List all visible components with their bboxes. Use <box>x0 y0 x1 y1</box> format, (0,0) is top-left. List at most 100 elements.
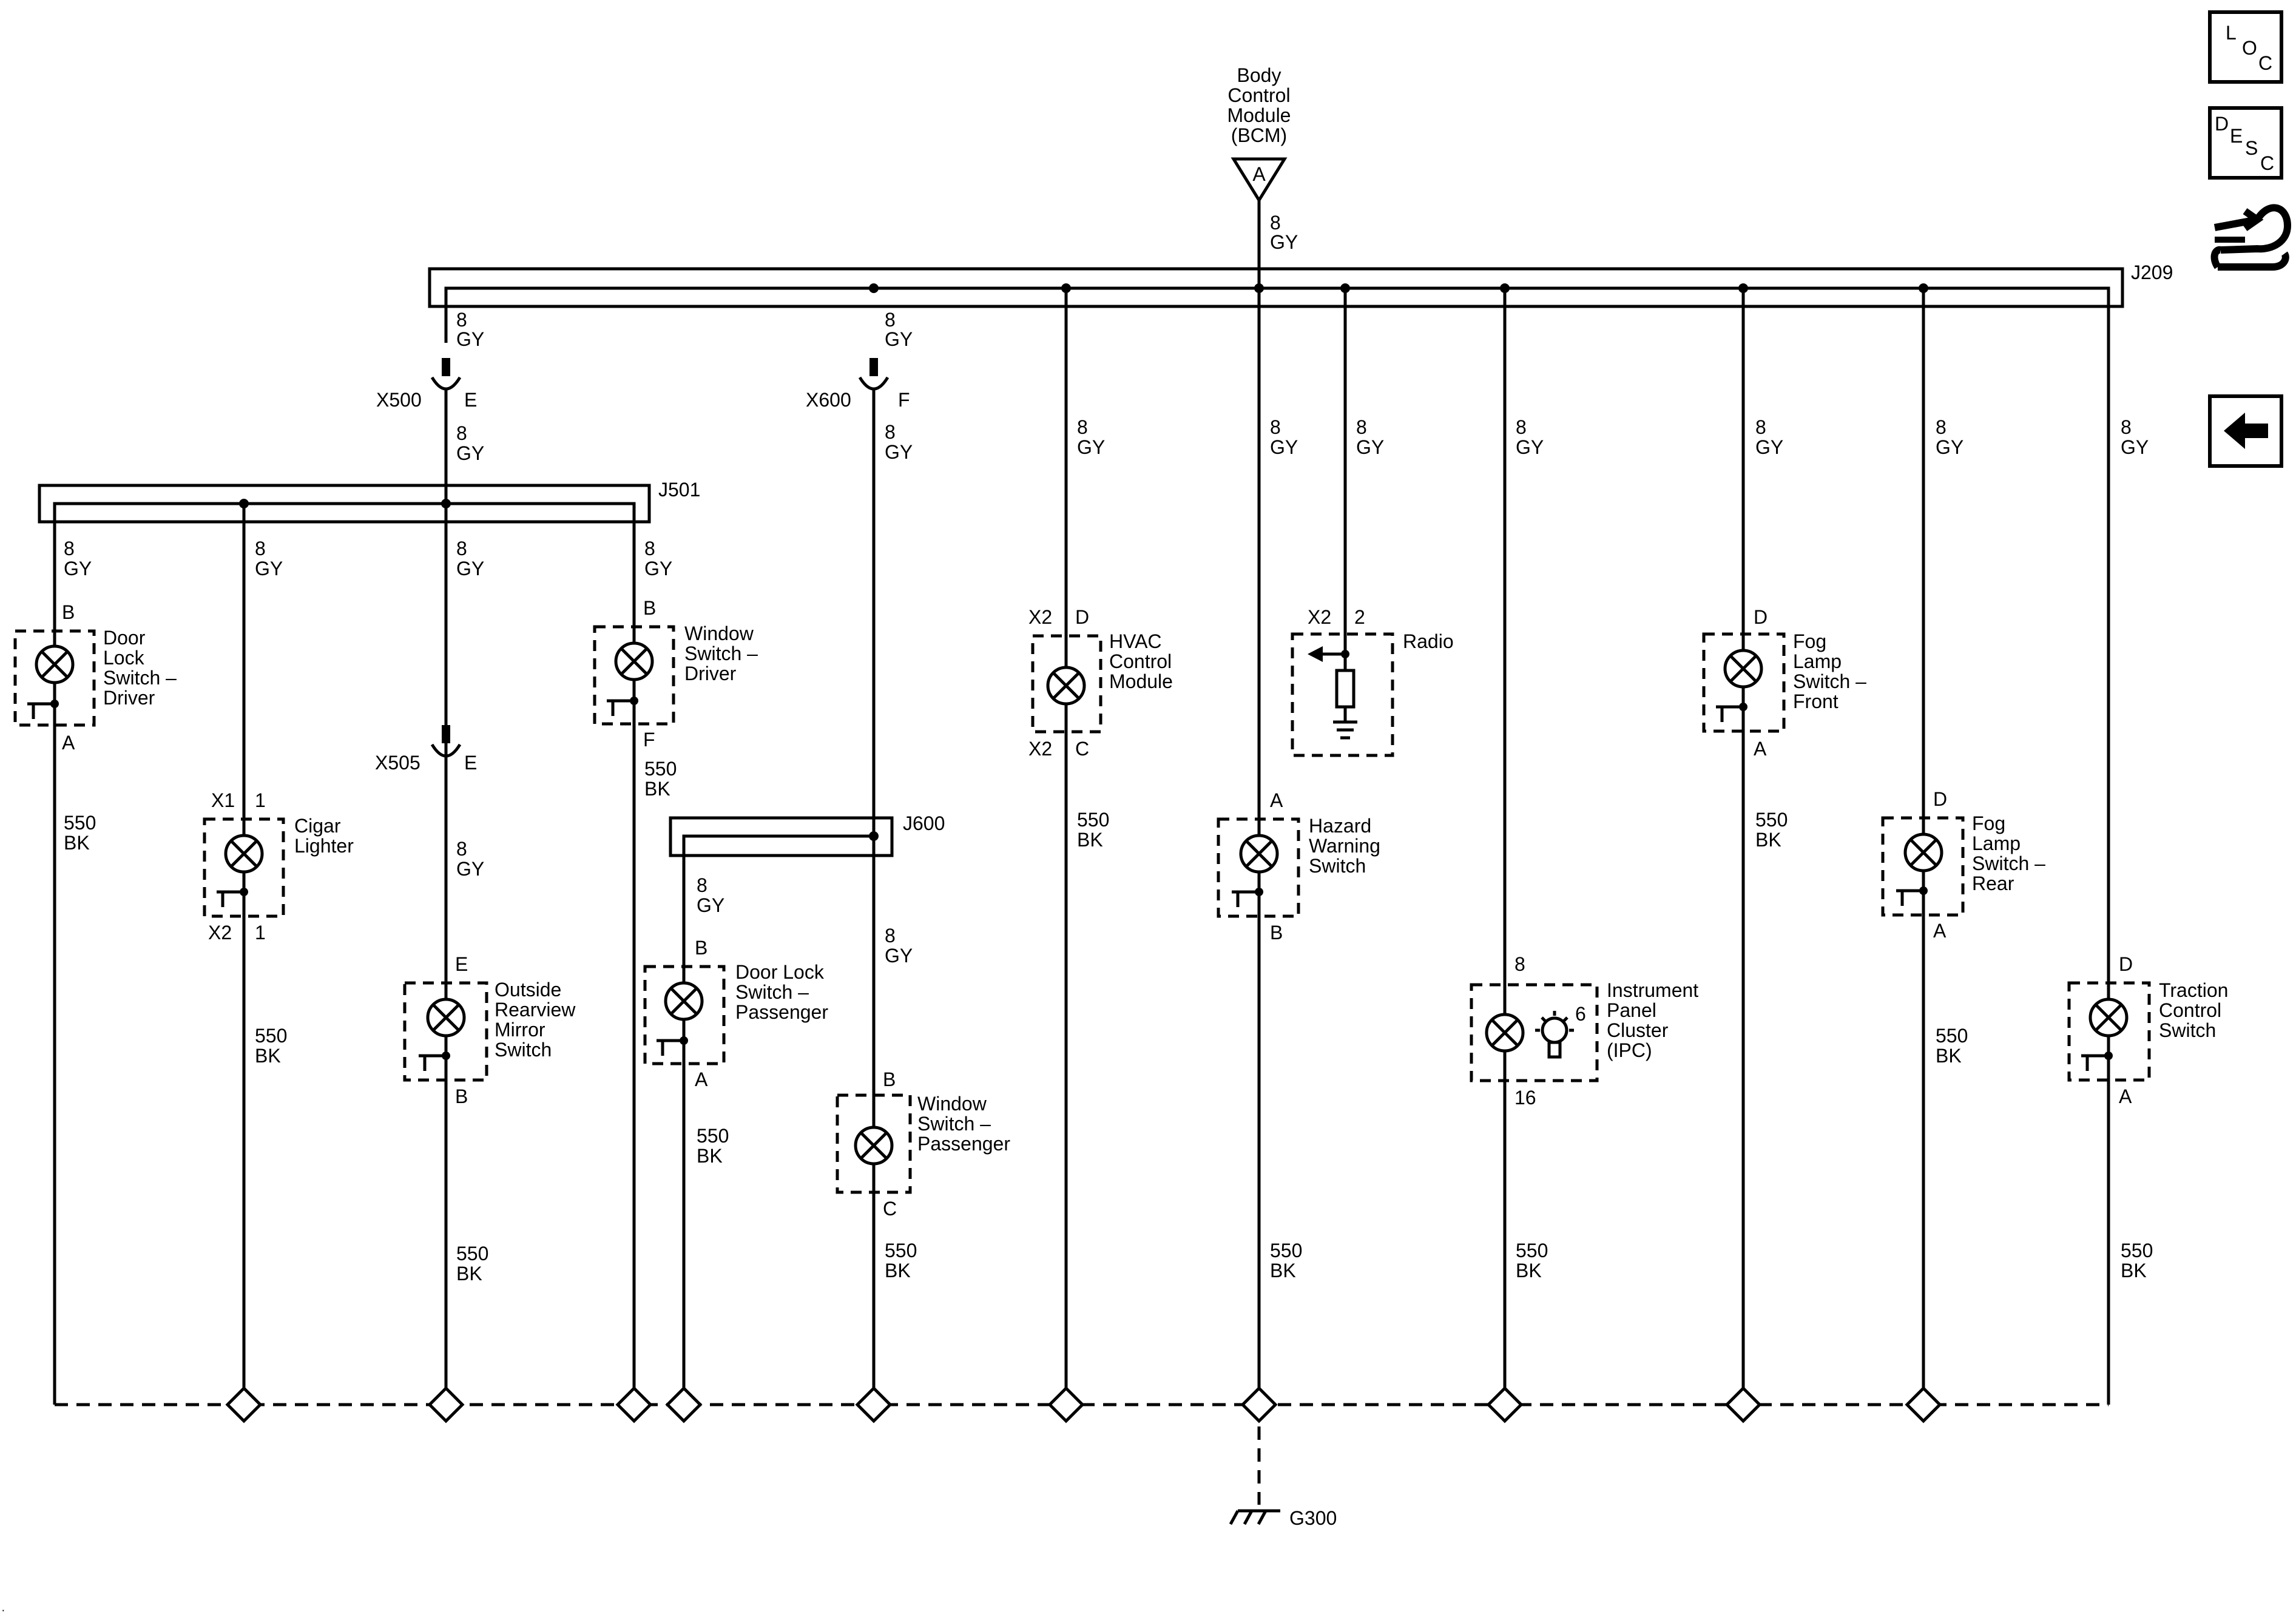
pin-top: A <box>1270 789 1283 811</box>
instrument-panel-cluster: 8 GY 8 6 Instrument Panel Cluster (IPC) … <box>1470 288 1698 1405</box>
wire-label-color: GY <box>456 328 484 350</box>
hazard-warning-switch: 8 GY A Hazard Warning Switch B 550 BK <box>1217 416 1380 1281</box>
component-name-3: Switch – <box>1793 670 1866 692</box>
loc-letter-1: L <box>2226 22 2237 44</box>
wire-label-color: BK <box>456 1263 482 1284</box>
desc-letter-2: E <box>2230 125 2243 147</box>
outside-rearview-mirror-switch: X505 E 8 GY E Outside Rearview Mirror Sw… <box>375 725 576 1284</box>
wire-label-color: BK <box>1755 829 1781 851</box>
wire-label-color: BK <box>697 1145 723 1167</box>
loc-letter-3: C <box>2258 52 2272 74</box>
x500-branch: 8 GY X500 E 8 GY <box>376 309 484 1405</box>
wire-label-color: GY <box>456 558 484 579</box>
component-name-3: Passenger <box>735 1001 828 1023</box>
bcm-name-2: Control <box>1227 84 1290 106</box>
pin-bottom: B <box>455 1085 468 1107</box>
component-name-4: Driver <box>103 687 155 709</box>
component-name-4: Front <box>1793 690 1838 712</box>
pin-top: 8 <box>1514 953 1525 975</box>
wire-label-num: 550 <box>885 1240 917 1261</box>
component-name-1: Fog <box>1972 812 2005 834</box>
splice-j209: J209 <box>428 262 2173 1405</box>
component-name-4: Rear <box>1972 873 2014 894</box>
pin-bottom: 16 <box>1514 1087 1536 1109</box>
pin-bottom: A <box>695 1068 708 1090</box>
pin-bottom: C <box>1075 738 1089 760</box>
loc-letter-2: O <box>2242 37 2257 59</box>
x500-name: X500 <box>376 389 422 411</box>
wire-label-num: 550 <box>697 1125 729 1147</box>
pin-top: 1 <box>255 789 266 811</box>
wire-label-num: 8 <box>1755 416 1766 438</box>
wire-label-color: GY <box>1936 436 1963 458</box>
component-name-3: Switch – <box>1972 852 2045 874</box>
component-name-1: Fog <box>1793 630 1826 652</box>
loc-button[interactable]: L O C <box>2208 10 2283 84</box>
wire-label-color: GY <box>1755 436 1783 458</box>
component-name-2: Switch – <box>735 981 809 1003</box>
pin-top: B <box>883 1068 896 1090</box>
component-name-1: Outside <box>495 979 561 1001</box>
x600-branch: 8 GY X600 F 8 GY <box>806 309 913 1405</box>
ground-label: G300 <box>1289 1507 1337 1529</box>
traction-control-switch: 8 GY D Traction Control Switch A 550 BK <box>2067 416 2228 1281</box>
component-name-2: Control <box>1109 650 1172 672</box>
wire-label-num: 8 <box>644 538 655 559</box>
pin-top: B <box>695 937 707 959</box>
cigar-lighter: X1 1 Cigar Lighter X2 1 550 BK <box>203 789 354 1067</box>
corner-mark: · <box>1 1604 5 1617</box>
bcm-source: Body Control Module (BCM) A 8 GY <box>1227 64 1298 1405</box>
pin-bottom: 1 <box>255 922 266 944</box>
wire-label-num: 550 <box>1936 1025 1968 1047</box>
component-name-1: Hazard <box>1309 815 1371 837</box>
conn-top: X2 <box>1308 606 1331 628</box>
x600-pin: F <box>898 389 910 411</box>
bcm-wire-num: 8 <box>1270 212 1281 234</box>
pin-top: B <box>62 601 75 623</box>
wire-label-num: 8 <box>697 874 707 896</box>
wire-label-num: 8 <box>1936 416 1947 438</box>
connector-wrench-icon[interactable] <box>2210 204 2292 271</box>
wire-label-num: 8 <box>456 309 467 331</box>
wire-label-num: 550 <box>1516 1240 1548 1261</box>
wire-label-color: BK <box>1077 829 1103 851</box>
component-name-3: Switch <box>1309 855 1366 877</box>
pin-bottom: A <box>1933 920 1947 942</box>
component-name-4: Switch <box>495 1039 552 1061</box>
component-name-2: Rearview <box>495 999 576 1021</box>
splice-j600: J600 8 GY 8 GY <box>669 812 945 1405</box>
component-name-1: Window <box>684 623 754 644</box>
wire-label-num: 8 <box>255 538 266 559</box>
wire-label-color: GY <box>885 328 913 350</box>
pin-top: D <box>1754 606 1768 628</box>
bcm-wire-color: GY <box>1270 231 1298 253</box>
bcm-name-4: (BCM) <box>1231 124 1287 146</box>
bcm-pin: A <box>1252 163 1266 185</box>
radio: 8 GY X2 2 Radio <box>1291 288 1454 757</box>
component-name-3: Cluster <box>1607 1019 1669 1041</box>
component-name-2: Control <box>2159 999 2221 1021</box>
wire-label-num: 8 <box>885 421 896 443</box>
component-name-2: Panel <box>1607 999 1656 1021</box>
component-name-1: Traction <box>2159 979 2228 1001</box>
wire-label-num: 8 <box>456 838 467 860</box>
pin-bottom: F <box>643 729 655 751</box>
wire-label-num: 8 <box>1077 416 1088 438</box>
wire-label-num: 8 <box>456 422 467 444</box>
wire-label-color: BK <box>885 1260 911 1281</box>
wire-label-num: 550 <box>1270 1240 1302 1261</box>
component-name-2: Lamp <box>1972 832 2021 854</box>
window-switch-driver: B Window Switch – Driver F 550 BK <box>593 597 758 800</box>
desc-button[interactable]: D E S C <box>2208 106 2283 180</box>
fog-lamp-switch-rear: 8 GY D Fog Lamp Switch – Rear A 550 BK <box>1881 288 2045 1405</box>
back-button[interactable] <box>2208 394 2283 468</box>
pin-top: D <box>1075 606 1089 628</box>
component-name-2: Switch – <box>684 643 758 664</box>
door-lock-switch-driver: B Door Lock Switch – Driver A 550 BK <box>13 601 177 854</box>
wire-label-color: BK <box>1936 1045 1962 1067</box>
pin-bottom: A <box>1754 738 1767 760</box>
window-switch-passenger: B Window Switch – Passenger C 550 BK <box>836 1068 1010 1281</box>
bcm-name-3: Module <box>1227 104 1291 126</box>
splice-j501: J501 <box>38 479 700 1405</box>
